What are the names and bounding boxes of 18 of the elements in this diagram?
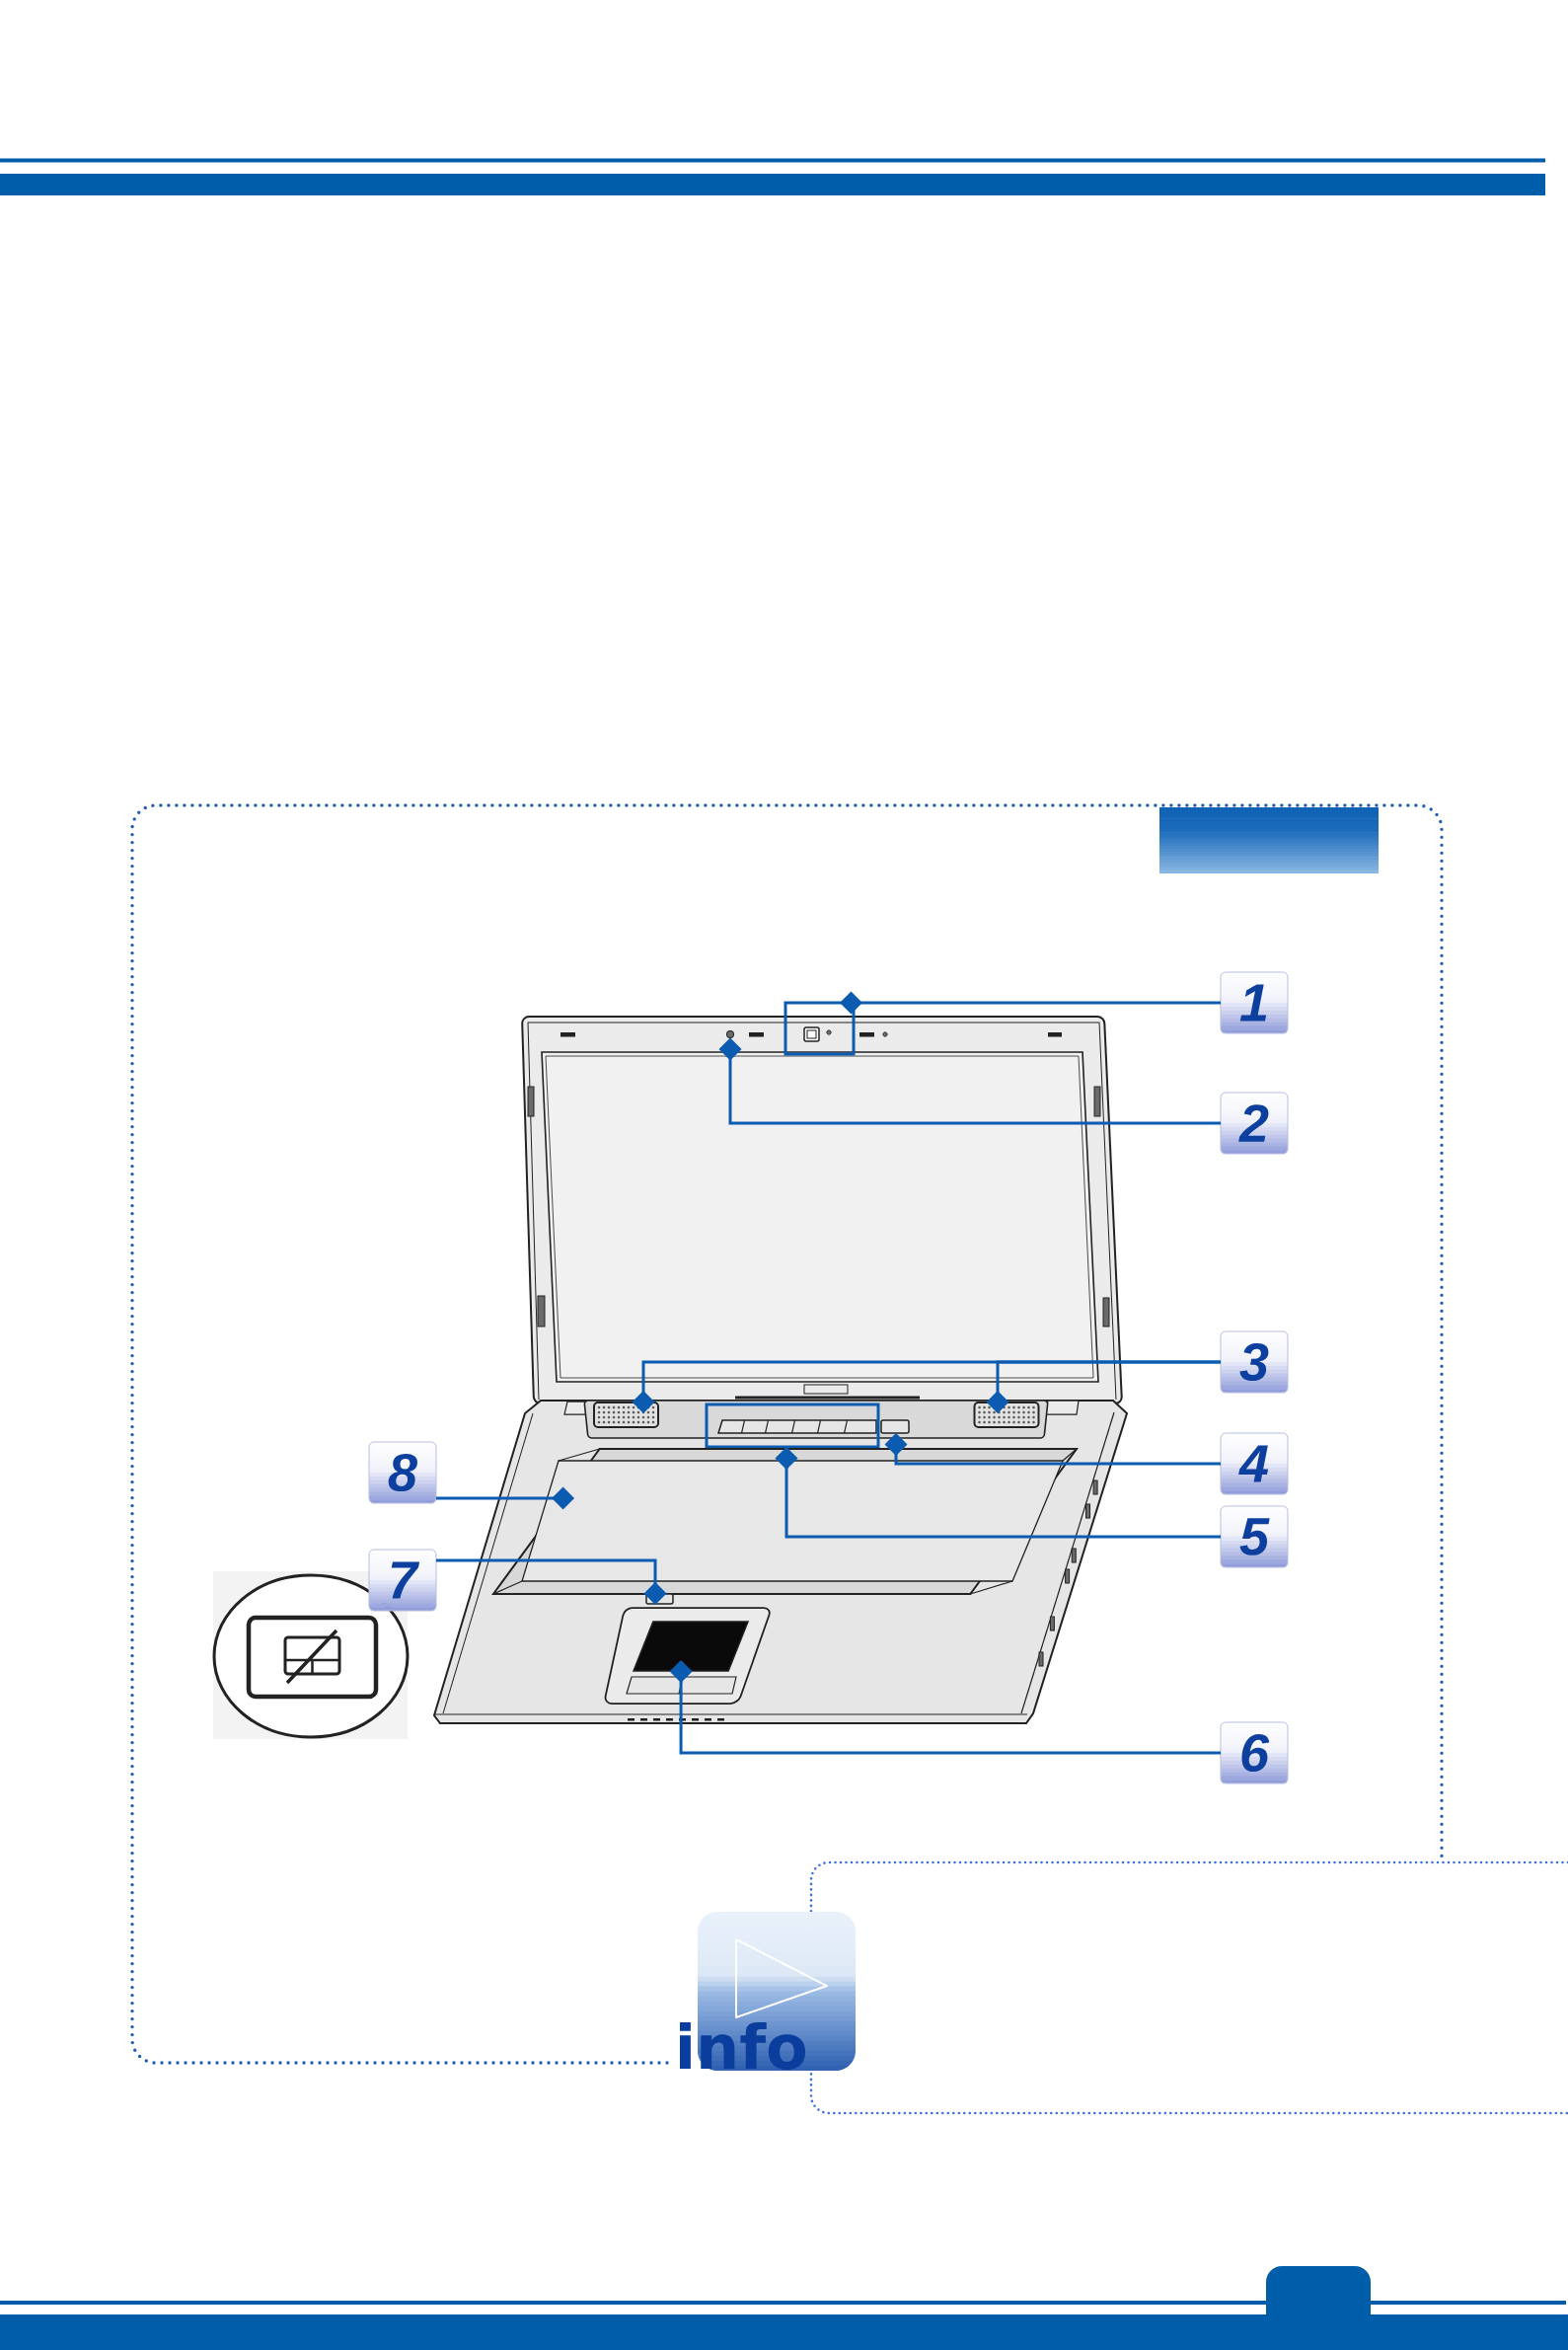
leader-line — [775, 1447, 1221, 1539]
speaker-grille — [973, 1402, 1040, 1428]
speaker-grille — [593, 1402, 659, 1428]
callout-number: 3 — [1220, 1330, 1289, 1394]
webcam — [784, 1001, 856, 1056]
callout-number: 1 — [1220, 971, 1289, 1034]
leader-line — [669, 1660, 1221, 1755]
callout-number: 4 — [1220, 1432, 1289, 1495]
keyboard-recess — [491, 1448, 1080, 1595]
callout-number: 7 — [368, 1549, 437, 1612]
callout-number: 8 — [368, 1441, 437, 1504]
callout-number: 5 — [1220, 1505, 1289, 1568]
leader-line — [884, 1433, 1221, 1466]
button-strip — [705, 1402, 880, 1449]
callout-number: 2 — [1220, 1092, 1289, 1155]
callout-number: 6 — [1220, 1721, 1289, 1784]
strip-end-button — [880, 1419, 910, 1434]
microphone-hole — [726, 1030, 734, 1038]
